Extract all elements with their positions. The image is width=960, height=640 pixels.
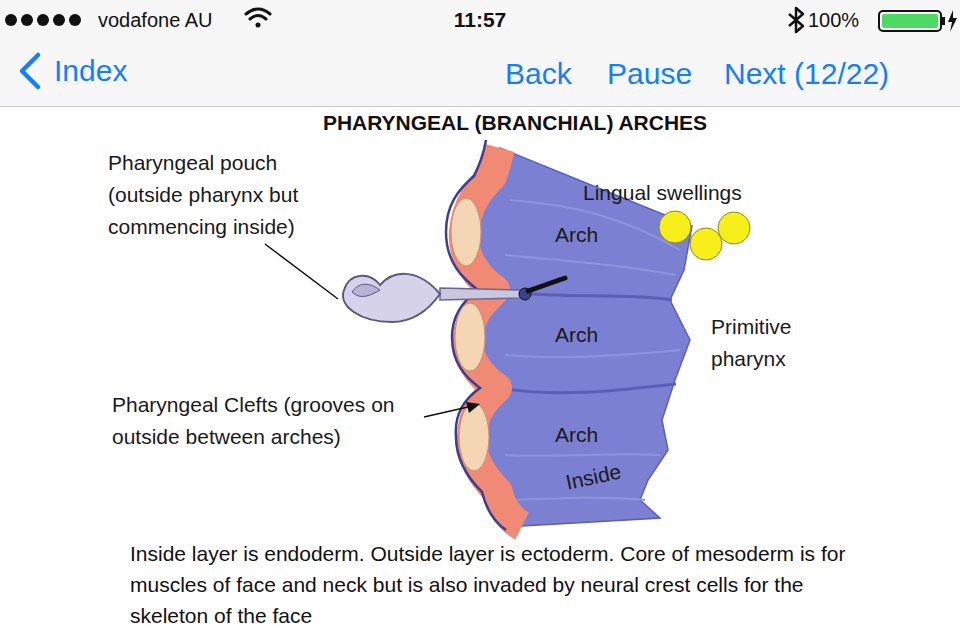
leader-lines-part — [424, 407, 468, 417]
signal-dots-part — [53, 14, 65, 26]
arch-label: Arch — [555, 222, 598, 248]
signal-dots-part — [21, 14, 33, 26]
battery-icon-part — [948, 10, 957, 32]
battery-icon-part — [879, 11, 941, 31]
pharynx-wall — [464, 148, 692, 526]
pharynx-wall-part — [505, 255, 676, 275]
battery-icon-part — [882, 14, 938, 28]
arch-label: Arch — [555, 322, 598, 348]
arch-label: Arch — [555, 422, 598, 448]
lingual-swelling-circles-part — [718, 212, 750, 244]
back-chevron — [22, 55, 38, 87]
signal-dots-part — [5, 14, 17, 26]
pharyngeal-pouch-part — [440, 288, 520, 300]
pharyngeal-pouch — [343, 274, 565, 322]
lingual-swelling-circles — [659, 211, 750, 260]
carrier-name: vodafone AU — [98, 8, 213, 33]
wifi-icon-part — [256, 23, 261, 28]
pharynx-label: Primitive pharynx — [711, 311, 839, 375]
pharynx-wall-part — [505, 454, 660, 456]
ectoderm-mesoderm-layer-part — [451, 198, 481, 266]
wifi-icon-part — [246, 9, 270, 14]
lingual-label: Lingual swellings — [583, 180, 742, 206]
nav-index-button: Index — [54, 52, 127, 90]
pharyngeal-pouch-part — [343, 274, 440, 322]
diagram-title: PHARYNGEAL (BRANCHIAL) ARCHES — [230, 110, 800, 136]
ectoderm-mesoderm-layer-part — [455, 303, 485, 371]
ectoderm-mesoderm-layer — [446, 140, 522, 530]
bluetooth-icon — [789, 8, 803, 32]
clock-time: 11:57 — [380, 7, 580, 33]
back-chevron-part — [22, 55, 38, 87]
pharynx-wall-part — [510, 200, 680, 250]
signal-dots-part — [69, 14, 81, 26]
lingual-swelling-circles-part — [690, 228, 722, 260]
bluetooth-icon-part — [789, 8, 803, 32]
signal-dots-part — [37, 14, 49, 26]
nav-next-button: Next (12/22) — [724, 55, 889, 93]
lingual-swelling-circles-part — [659, 211, 691, 243]
pharynx-wall-part — [464, 148, 692, 526]
signal-dots — [5, 14, 81, 26]
pouch-label: Pharyngeal pouch (outside pharynx but co… — [108, 147, 344, 243]
battery-icon-part — [942, 17, 945, 25]
wifi-icon-part — [250, 16, 266, 20]
pharynx-wall-part — [505, 350, 680, 357]
pharynx-wall-part — [500, 384, 676, 393]
nav-pause-button: Pause — [607, 55, 692, 93]
leader-lines-part — [466, 402, 480, 413]
leader-lines — [265, 244, 480, 417]
pharynx-wall-part — [515, 498, 645, 500]
pharyngeal-pouch-part — [352, 284, 380, 296]
pharyngeal-pouch-part — [528, 278, 565, 291]
battery-icon — [879, 10, 957, 32]
ectoderm-mesoderm-layer-part — [446, 140, 506, 530]
leader-lines-part — [265, 244, 338, 299]
nav-back-button: Back — [505, 55, 572, 93]
battery-percent: 100% — [808, 8, 859, 33]
ectoderm-mesoderm-layer-part — [459, 403, 489, 471]
caption-text: Inside layer is endoderm. Outside layer … — [130, 538, 870, 631]
wifi-icon — [246, 9, 270, 28]
cleft-label: Pharyngeal Clefts (grooves on outside be… — [112, 389, 412, 453]
